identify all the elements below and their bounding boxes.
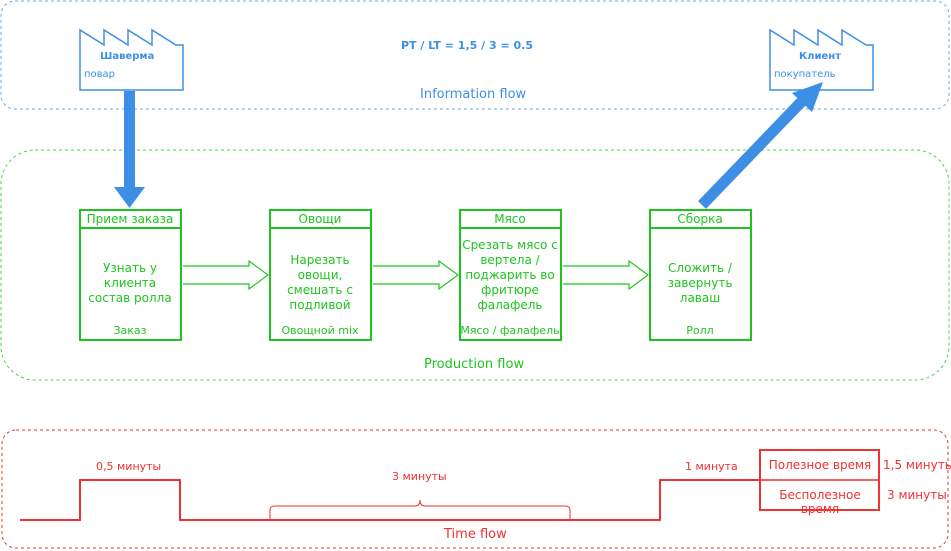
process-title-3: Мясо: [494, 212, 526, 226]
process-box-1: [79, 209, 182, 341]
customer-name: Клиент: [799, 51, 841, 62]
push-arrow-3: [563, 259, 650, 291]
supplier-role: повар: [84, 69, 116, 80]
process-description-2: Нарезать овощи, смешать с подливой: [287, 253, 353, 312]
customer-role: покупатель: [774, 69, 836, 80]
customer-factory-icon: [769, 28, 874, 91]
information-flow-label: Information flow: [420, 87, 527, 102]
process-description-1: Узнать у клиента состав ролла: [88, 261, 172, 305]
process-title-1: Прием заказа: [86, 212, 174, 226]
process-title-4: Сборка: [677, 212, 723, 226]
waiting-time-brace: [269, 499, 571, 520]
process-description-3: Срезать мясо с вертела / поджарить во фр…: [462, 238, 558, 312]
time-segment-1: 0,5 минуты: [96, 460, 162, 473]
useless-time-label: Бесполезное время: [779, 488, 861, 516]
useful-time-value: 1,5 минуты: [883, 458, 951, 472]
useless-time-value: 3 минуты: [887, 488, 947, 502]
delivery-arrow: [698, 82, 823, 209]
production-flow-lane: [0, 149, 950, 381]
push-arrow-2: [373, 259, 460, 291]
time-segment-2: 3 минуты: [392, 470, 447, 483]
time-ladder: [20, 479, 760, 521]
process-box-3: [459, 209, 562, 341]
process-output-3: Мясо / фалафель: [460, 324, 560, 337]
process-title-2: Овощи: [298, 212, 342, 226]
time-segment-3: 1 минута: [685, 460, 738, 473]
useful-time-label: Полезное время: [768, 458, 872, 472]
production-flow-label: Production flow: [424, 357, 525, 372]
supplier-factory-icon: [79, 28, 184, 91]
process-output-1: Заказ: [113, 324, 147, 337]
push-arrow-1: [183, 259, 270, 291]
time-flow-lane: [1, 429, 949, 549]
supplier-name: Шаверма: [100, 51, 155, 62]
process-box-4: [649, 209, 752, 341]
order-arrow: [114, 91, 145, 208]
process-description-4: Сложить / завернуть лаваш: [667, 261, 733, 305]
efficiency-formula: PT / LT = 1,5 / 3 = 0.5: [401, 39, 533, 52]
process-output-2: Овощной mix: [281, 324, 359, 337]
process-output-4: Ролл: [686, 324, 714, 337]
time-flow-label: Time flow: [444, 527, 507, 542]
process-box-2: [269, 209, 372, 341]
summary-table: [759, 449, 880, 511]
